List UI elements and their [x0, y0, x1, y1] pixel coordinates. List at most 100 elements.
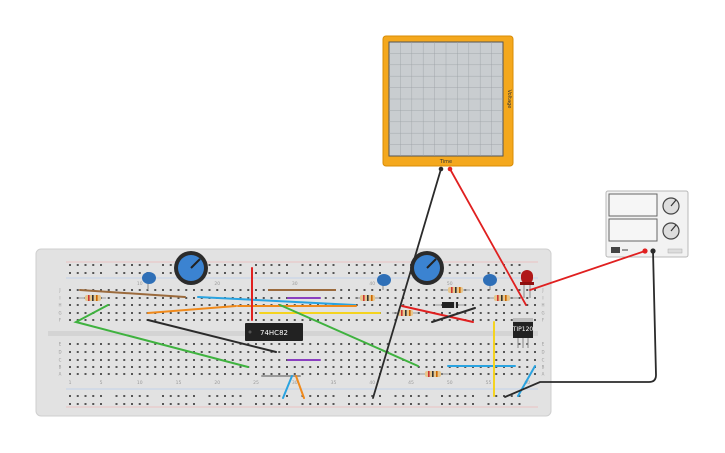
breadboard-hole[interactable] [348, 272, 350, 274]
breadboard-hole[interactable] [441, 297, 443, 299]
breadboard-hole[interactable] [154, 297, 157, 299]
breadboard-hole[interactable] [278, 395, 281, 397]
breadboard-hole[interactable] [162, 272, 164, 274]
breadboard-hole[interactable] [464, 359, 467, 361]
breadboard-hole[interactable] [239, 366, 242, 368]
breadboard-hole[interactable] [386, 304, 389, 306]
breadboard-hole[interactable] [340, 289, 343, 291]
breadboard-hole[interactable] [363, 343, 366, 345]
breadboard-hole[interactable] [526, 359, 529, 361]
potentiometer-1[interactable] [174, 251, 208, 285]
breadboard-hole[interactable] [185, 366, 188, 368]
transistor-tip120[interactable]: TIP120 [512, 318, 534, 348]
breadboard-hole[interactable] [472, 304, 474, 306]
breadboard-hole[interactable] [255, 373, 257, 375]
components[interactable]: 74HC82 TIP120 [78, 251, 534, 377]
breadboard-hole[interactable] [526, 351, 529, 353]
breadboard-hole[interactable] [278, 359, 281, 361]
breadboard-hole[interactable] [340, 351, 343, 353]
breadboard-hole[interactable] [503, 395, 505, 397]
breadboard-hole[interactable] [131, 403, 133, 405]
resistor-5[interactable] [488, 295, 518, 301]
breadboard-hole[interactable] [348, 403, 350, 405]
breadboard-hole[interactable] [185, 373, 188, 375]
breadboard-hole[interactable] [107, 289, 110, 291]
breadboard-hole[interactable] [162, 351, 164, 353]
breadboard-hole[interactable] [216, 312, 219, 314]
breadboard-hole[interactable] [100, 351, 102, 353]
breadboard-hole[interactable] [208, 359, 211, 361]
breadboard-hole[interactable] [123, 297, 126, 299]
breadboard-hole[interactable] [348, 297, 350, 299]
breadboard-hole[interactable] [76, 366, 79, 368]
breadboard-hole[interactable] [138, 264, 141, 266]
breadboard-hole[interactable] [216, 272, 219, 274]
breadboard-hole[interactable] [510, 272, 513, 274]
breadboard-hole[interactable] [100, 359, 102, 361]
breadboard-hole[interactable] [154, 351, 157, 353]
breadboard-hole[interactable] [487, 264, 490, 266]
breadboard-hole[interactable] [247, 297, 250, 299]
breadboard-hole[interactable] [425, 366, 428, 368]
breadboard-hole[interactable] [216, 351, 219, 353]
breadboard-hole[interactable] [379, 395, 381, 397]
breadboard-hole[interactable] [417, 289, 420, 291]
breadboard-hole[interactable] [146, 343, 149, 345]
breadboard-hole[interactable] [247, 373, 250, 375]
breadboard-hole[interactable] [231, 373, 234, 375]
breadboard-hole[interactable] [286, 272, 288, 274]
breadboard-hole[interactable] [379, 272, 381, 274]
breadboard-hole[interactable] [448, 264, 451, 266]
breadboard-hole[interactable] [386, 319, 389, 321]
breadboard-hole[interactable] [177, 297, 180, 299]
breadboard-hole[interactable] [433, 289, 436, 291]
breadboard-hole[interactable] [441, 319, 443, 321]
breadboard-hole[interactable] [317, 343, 319, 345]
breadboard-hole[interactable] [386, 359, 389, 361]
breadboard-hole[interactable] [456, 264, 459, 266]
wire-supply-black[interactable] [504, 250, 657, 398]
breadboard-hole[interactable] [270, 366, 273, 368]
breadboard-hole[interactable] [510, 319, 513, 321]
breadboard-hole[interactable] [177, 359, 180, 361]
breadboard-hole[interactable] [441, 359, 443, 361]
breadboard-hole[interactable] [441, 351, 443, 353]
breadboard-hole[interactable] [131, 297, 133, 299]
breadboard-hole[interactable] [503, 272, 505, 274]
breadboard-hole[interactable] [394, 403, 397, 405]
breadboard-hole[interactable] [309, 264, 312, 266]
breadboard-hole[interactable] [76, 272, 79, 274]
breadboard-hole[interactable] [371, 304, 374, 306]
breadboard-hole[interactable] [278, 403, 281, 405]
breadboard-hole[interactable] [518, 373, 521, 375]
breadboard-hole[interactable] [464, 395, 467, 397]
breadboard-hole[interactable] [534, 343, 536, 345]
breadboard-hole[interactable] [301, 366, 304, 368]
breadboard-hole[interactable] [115, 343, 118, 345]
breadboard-hole[interactable] [510, 312, 513, 314]
breadboard-hole[interactable] [200, 319, 203, 321]
breadboard-hole[interactable] [518, 289, 521, 291]
breadboard-hole[interactable] [177, 373, 180, 375]
breadboard-hole[interactable] [262, 297, 265, 299]
breadboard-hole[interactable] [425, 319, 428, 321]
breadboard-hole[interactable] [92, 272, 95, 274]
breadboard-hole[interactable] [402, 366, 405, 368]
breadboard-hole[interactable] [100, 343, 102, 345]
breadboard-hole[interactable] [340, 366, 343, 368]
breadboard-hole[interactable] [410, 351, 412, 353]
breadboard-hole[interactable] [394, 264, 397, 266]
breadboard-hole[interactable] [278, 319, 281, 321]
breadboard-hole[interactable] [138, 297, 141, 299]
breadboard-hole[interactable] [464, 312, 467, 314]
breadboard-hole[interactable] [317, 351, 319, 353]
breadboard-hole[interactable] [262, 366, 265, 368]
breadboard-hole[interactable] [177, 343, 180, 345]
breadboard-hole[interactable] [115, 264, 118, 266]
breadboard-hole[interactable] [262, 373, 265, 375]
breadboard-holes[interactable] [69, 264, 536, 405]
breadboard-hole[interactable] [309, 373, 312, 375]
breadboard-hole[interactable] [131, 304, 133, 306]
breadboard-hole[interactable] [371, 319, 374, 321]
breadboard-hole[interactable] [123, 366, 126, 368]
